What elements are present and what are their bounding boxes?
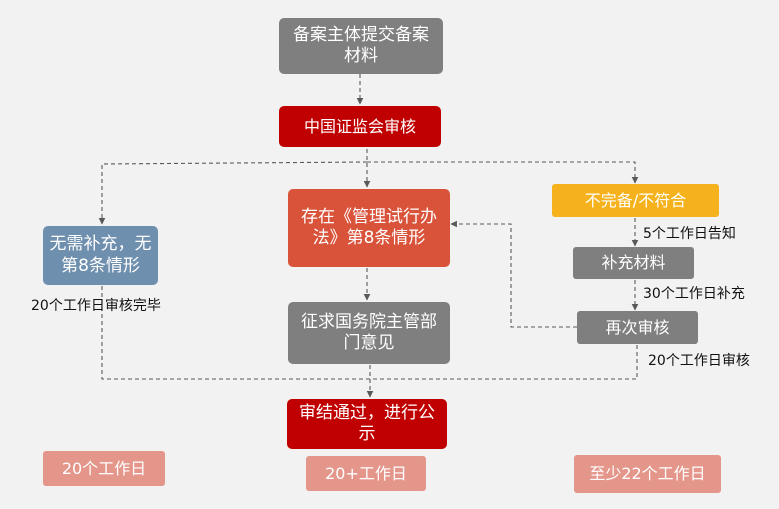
edge-rereview-to-merge <box>370 345 638 380</box>
duration-right: 至少22个工作日 <box>574 455 721 493</box>
node-article8-case-text: 存在《管理试行办法》第8条情形 <box>301 206 437 248</box>
node-no-supplement-text: 无需补充，无第8条情形 <box>49 234 152 276</box>
duration-middle-text: 20+工作日 <box>325 463 407 483</box>
duration-right-text: 至少22个工作日 <box>589 464 706 483</box>
duration-left-text: 20个工作日 <box>61 458 147 478</box>
label-supplement-30-days: 30个工作日补充 <box>643 286 745 302</box>
node-csrc-review-text: 中国证监会审核 <box>303 116 416 136</box>
edge-rereview-to-article8 <box>450 220 577 328</box>
edge-review-to-incomplete <box>367 161 639 184</box>
node-csrc-review: 中国证监会审核 <box>279 106 441 147</box>
node-incomplete-text: 不完备/不符合 <box>584 190 687 210</box>
node-no-supplement: 无需补充，无第8条情形 <box>43 226 158 285</box>
node-submit-materials: 备案主体提交备案材料 <box>279 18 443 74</box>
node-incomplete: 不完备/不符合 <box>552 184 719 217</box>
node-re-review: 再次审核 <box>577 311 698 344</box>
duration-left: 20个工作日 <box>43 451 165 486</box>
label-complete-20-days: 20个工作日审核完毕 <box>31 298 161 314</box>
node-re-review-text: 再次审核 <box>605 317 670 337</box>
node-supplement-materials-text: 补充材料 <box>601 253 666 272</box>
node-conclude-publish: 审结通过，进行公示 <box>287 399 447 449</box>
node-consult-authority-text: 征求国务院主管部门意见 <box>301 311 437 353</box>
label-notify-5-days: 5个工作日告知 <box>643 226 736 242</box>
duration-middle: 20+工作日 <box>306 456 426 491</box>
node-conclude-publish-text: 审结通过，进行公示 <box>299 402 435 444</box>
node-article8-case: 存在《管理试行办法》第8条情形 <box>288 189 450 267</box>
node-submit-materials-text: 备案主体提交备案材料 <box>293 24 429 66</box>
node-consult-authority: 征求国务院主管部门意见 <box>288 302 450 364</box>
label-review-20-days: 20个工作日审核 <box>648 353 750 369</box>
node-supplement-materials: 补充材料 <box>573 247 694 279</box>
edge-no-supplement-to-merge <box>101 286 370 380</box>
